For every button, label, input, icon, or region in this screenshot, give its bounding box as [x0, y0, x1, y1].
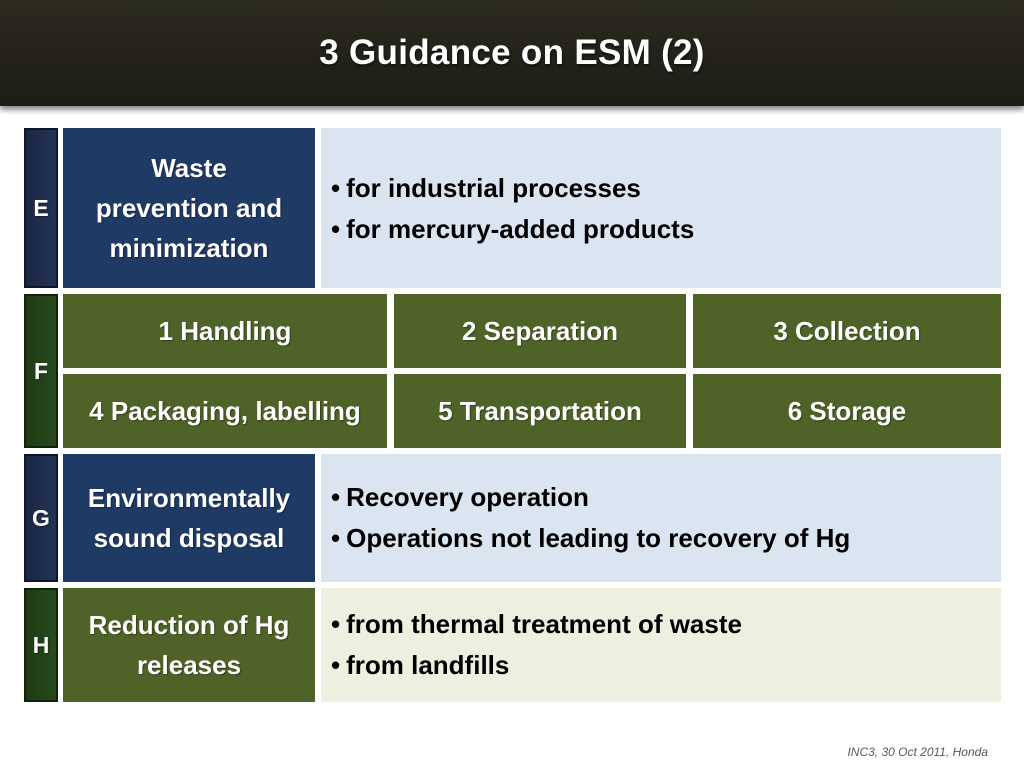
bullet-icon: •	[331, 523, 341, 553]
step-storage: 6 Storage	[693, 374, 1001, 448]
slide-footer: INC3, 30 Oct 2011, Honda	[847, 745, 988, 759]
row-e-heading: Waste prevention and minimization	[63, 128, 315, 288]
bullet-icon: •	[331, 609, 341, 639]
bullet-item: •Operations not leading to recovery of H…	[331, 518, 1001, 559]
bullet-item: •from landfills	[331, 645, 1001, 686]
row-h-heading: Reduction of Hg releases	[63, 588, 315, 702]
bullet-item: •Recovery operation	[331, 477, 1001, 518]
bullet-text: Recovery operation	[346, 482, 589, 512]
bullet-icon: •	[331, 214, 341, 244]
bullet-item: •for mercury-added products	[331, 209, 1001, 250]
slide-title: 3 Guidance on ESM (2)	[319, 33, 705, 72]
step-handling: 1 Handling	[63, 294, 387, 368]
row-e-letter: E	[24, 128, 58, 288]
row-g-content: •Recovery operation •Operations not lead…	[321, 454, 1001, 582]
row-e-heading-line: minimization	[109, 233, 269, 263]
bullet-text: from landfills	[346, 650, 510, 680]
step-separation: 2 Separation	[394, 294, 686, 368]
row-g-heading: Environmentally sound disposal	[63, 454, 315, 582]
bullet-text: Operations not leading to recovery of Hg	[346, 523, 851, 553]
bullet-icon: •	[331, 482, 341, 512]
bullet-item: •from thermal treatment of waste	[331, 604, 1001, 645]
title-bar: 3 Guidance on ESM (2)	[0, 0, 1024, 106]
row-h-letter: H	[24, 588, 58, 702]
bullet-text: for industrial processes	[346, 173, 641, 203]
row-e-heading-line: prevention and	[95, 193, 283, 223]
bullet-text: for mercury-added products	[346, 214, 695, 244]
row-h-content: •from thermal treatment of waste •from l…	[321, 588, 1001, 702]
bullet-icon: •	[331, 173, 341, 203]
row-g-heading-line: Environmentally	[87, 483, 291, 513]
row-g-letter: G	[24, 454, 58, 582]
bullet-item: •for industrial processes	[331, 168, 1001, 209]
step-packaging-labelling: 4 Packaging, labelling	[63, 374, 387, 448]
step-transportation: 5 Transportation	[394, 374, 686, 448]
step-collection: 3 Collection	[693, 294, 1001, 368]
bullet-text: from thermal treatment of waste	[346, 609, 742, 639]
bullet-icon: •	[331, 650, 341, 680]
row-e-content: •for industrial processes •for mercury-a…	[321, 128, 1001, 288]
row-e-heading-line: Waste	[151, 153, 227, 183]
row-h-heading-line: Reduction of Hg	[88, 610, 290, 640]
row-f-letter: F	[24, 294, 58, 448]
row-h-heading-line: releases	[136, 650, 242, 680]
row-g-heading-line: sound disposal	[93, 523, 285, 553]
